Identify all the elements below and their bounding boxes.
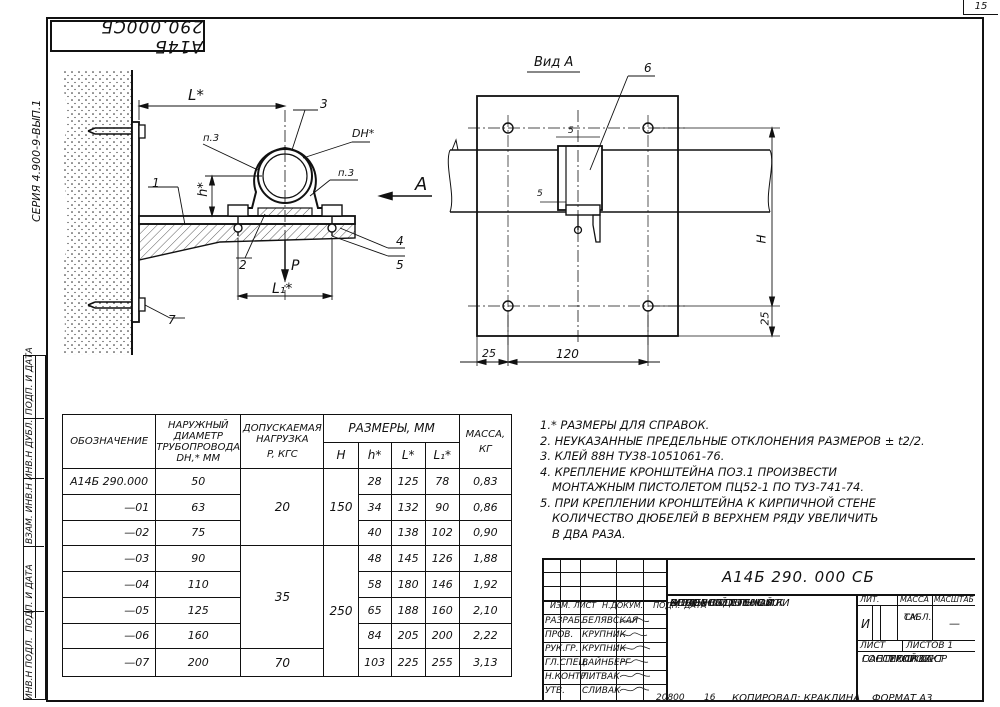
view-a [447, 71, 780, 366]
callout-7: 7 [168, 313, 176, 327]
tb-name-razrab: БЕЛЯВСКАЯ [582, 616, 639, 626]
load-group-3: 70 [240, 648, 325, 677]
callout-4: 4 [396, 234, 404, 248]
th-L1: L₁* [424, 442, 460, 469]
th-sizes: РАЗМЕРЫ, ММ [323, 414, 460, 443]
label-dim-l1: L₁* [272, 281, 293, 297]
load-group-2: 35 [240, 545, 325, 650]
callout-6: 6 [644, 61, 652, 75]
th-h: h* [357, 442, 392, 469]
callout-5: 5 [396, 258, 404, 272]
note-line: КОЛИЧЕСТВО ДЮБЕЛЕЙ В ВЕРХНЕМ РЯДУ УВЕЛИЧ… [552, 511, 879, 525]
view-a-title: Вид А [534, 55, 574, 70]
bracket-arm [138, 215, 356, 225]
note-line: 4. КРЕПЛЕНИЕ КРОНШТЕЙНА ПОЗ.1 ПРОИЗВЕСТИ [540, 464, 838, 479]
tb-name-utv: СЛИВАК [582, 686, 621, 696]
signatures [619, 617, 651, 692]
load-group-1: 20 [240, 467, 325, 547]
note-line: МОНТАЖНЫМ ПИСТОЛЕТОМ ПЦ52-1 ПО ТУ3-741-7… [552, 480, 865, 494]
tb-lit-value: И [861, 617, 870, 631]
label-load-p: P [291, 258, 300, 274]
tb-name-glspec: ВАЙНБЕРГ [582, 658, 631, 668]
tb-role-nkontr: Н.КОНТР. [545, 672, 589, 682]
tb-role-prov: ПРОВ. [545, 630, 574, 640]
view-dim-25-bottom: 25 [482, 347, 496, 360]
note-line: 1.* РАЗМЕРЫ ДЛЯ СПРАВОК. [540, 418, 710, 432]
label-note3-a: п.3 [203, 133, 220, 144]
callout-1: 1 [152, 176, 160, 190]
tb-role-glspec: ГЛ.СПЕЦ. [545, 658, 589, 668]
h-group-1: 150 [323, 467, 359, 547]
view-dim-120: 120 [556, 347, 579, 361]
label-view-arrow-a: A [415, 174, 428, 195]
label-note3-b: п.3 [338, 168, 355, 179]
th-L: L* [390, 442, 426, 469]
th-designation: ОБОЗНАЧЕНИЕ [61, 414, 157, 469]
tb-lit-label: ЛИТ. [860, 595, 880, 604]
footer-sub: 16 [704, 693, 716, 703]
label-dim-h: h* [195, 182, 211, 197]
view-dim-H: H [754, 234, 769, 244]
concrete-wall [61, 70, 132, 355]
tb-scale-value: — [949, 617, 960, 630]
callout-3: 3 [320, 97, 328, 111]
drawing-code-box: А14Б 290.000СБ [50, 16, 205, 56]
label-dn: DН* [352, 127, 375, 140]
th-mass: МАССА,КГ [458, 414, 513, 469]
drawing-frame [46, 17, 984, 702]
tb-scale-label: МАСШТАБ [934, 595, 974, 604]
tb-role-razrab: РАЗРАБ. [545, 616, 583, 626]
view-dim-25-right: 25 [758, 311, 772, 326]
bolts [227, 204, 343, 236]
tb-name-rukgr: КРУПНИК [582, 644, 626, 654]
footer-copied-by: КОПИРОВАЛ: КРАКЛИНА [732, 693, 861, 704]
label-dim-L: L* [188, 86, 204, 104]
callout-2: 2 [239, 258, 247, 272]
note-line: 5. ПРИ КРЕПЛЕНИИ КРОНШТЕЙНА К КИРПИЧНОЙ … [540, 495, 876, 510]
left-margin-stamp [23, 355, 46, 700]
view-dim-5-side: 5 [537, 189, 543, 199]
th-H: H [323, 442, 359, 469]
note-line: 2. НЕУКАЗАННЫЕ ПРЕДЕЛЬНЫЕ ОТКЛОНЕНИЯ РАЗ… [540, 433, 925, 448]
bracket-plate [131, 121, 140, 323]
dowel-upper [87, 127, 132, 135]
footer-number: 20800 [656, 693, 685, 703]
dowel-lower [87, 301, 132, 309]
tb-sheet-label: ЛИСТ [860, 641, 886, 651]
note-line: 3. КЛЕЙ 88Н ТУ38-1051061-76. [540, 449, 725, 463]
technical-notes: 1.* РАЗМЕРЫ ДЛЯ СПРАВОК. 2. НЕУКАЗАННЫЕ … [540, 418, 925, 542]
tb-name-nkontr: ЛИТВАК [582, 672, 620, 682]
sheet-number: 15 [963, 0, 998, 15]
h-group-2: 250 [323, 545, 359, 677]
tb-code: А14Б 290. 000 СБ [722, 568, 875, 586]
tb-role-utv: УТВ. [545, 686, 566, 696]
tb-mass-label: МАССА [900, 595, 930, 604]
note-line: В ДВА РАЗА. [552, 526, 626, 541]
tb-name-prov: КРУПНИК [582, 630, 626, 640]
footer-format: ФОРМАТ А3 [872, 693, 933, 704]
tb-role-rukgr: РУК.ГР. [545, 644, 579, 654]
tb-sheets-label: ЛИСТОВ 1 [906, 641, 954, 651]
view-dim-5-top: 5 [568, 126, 574, 136]
